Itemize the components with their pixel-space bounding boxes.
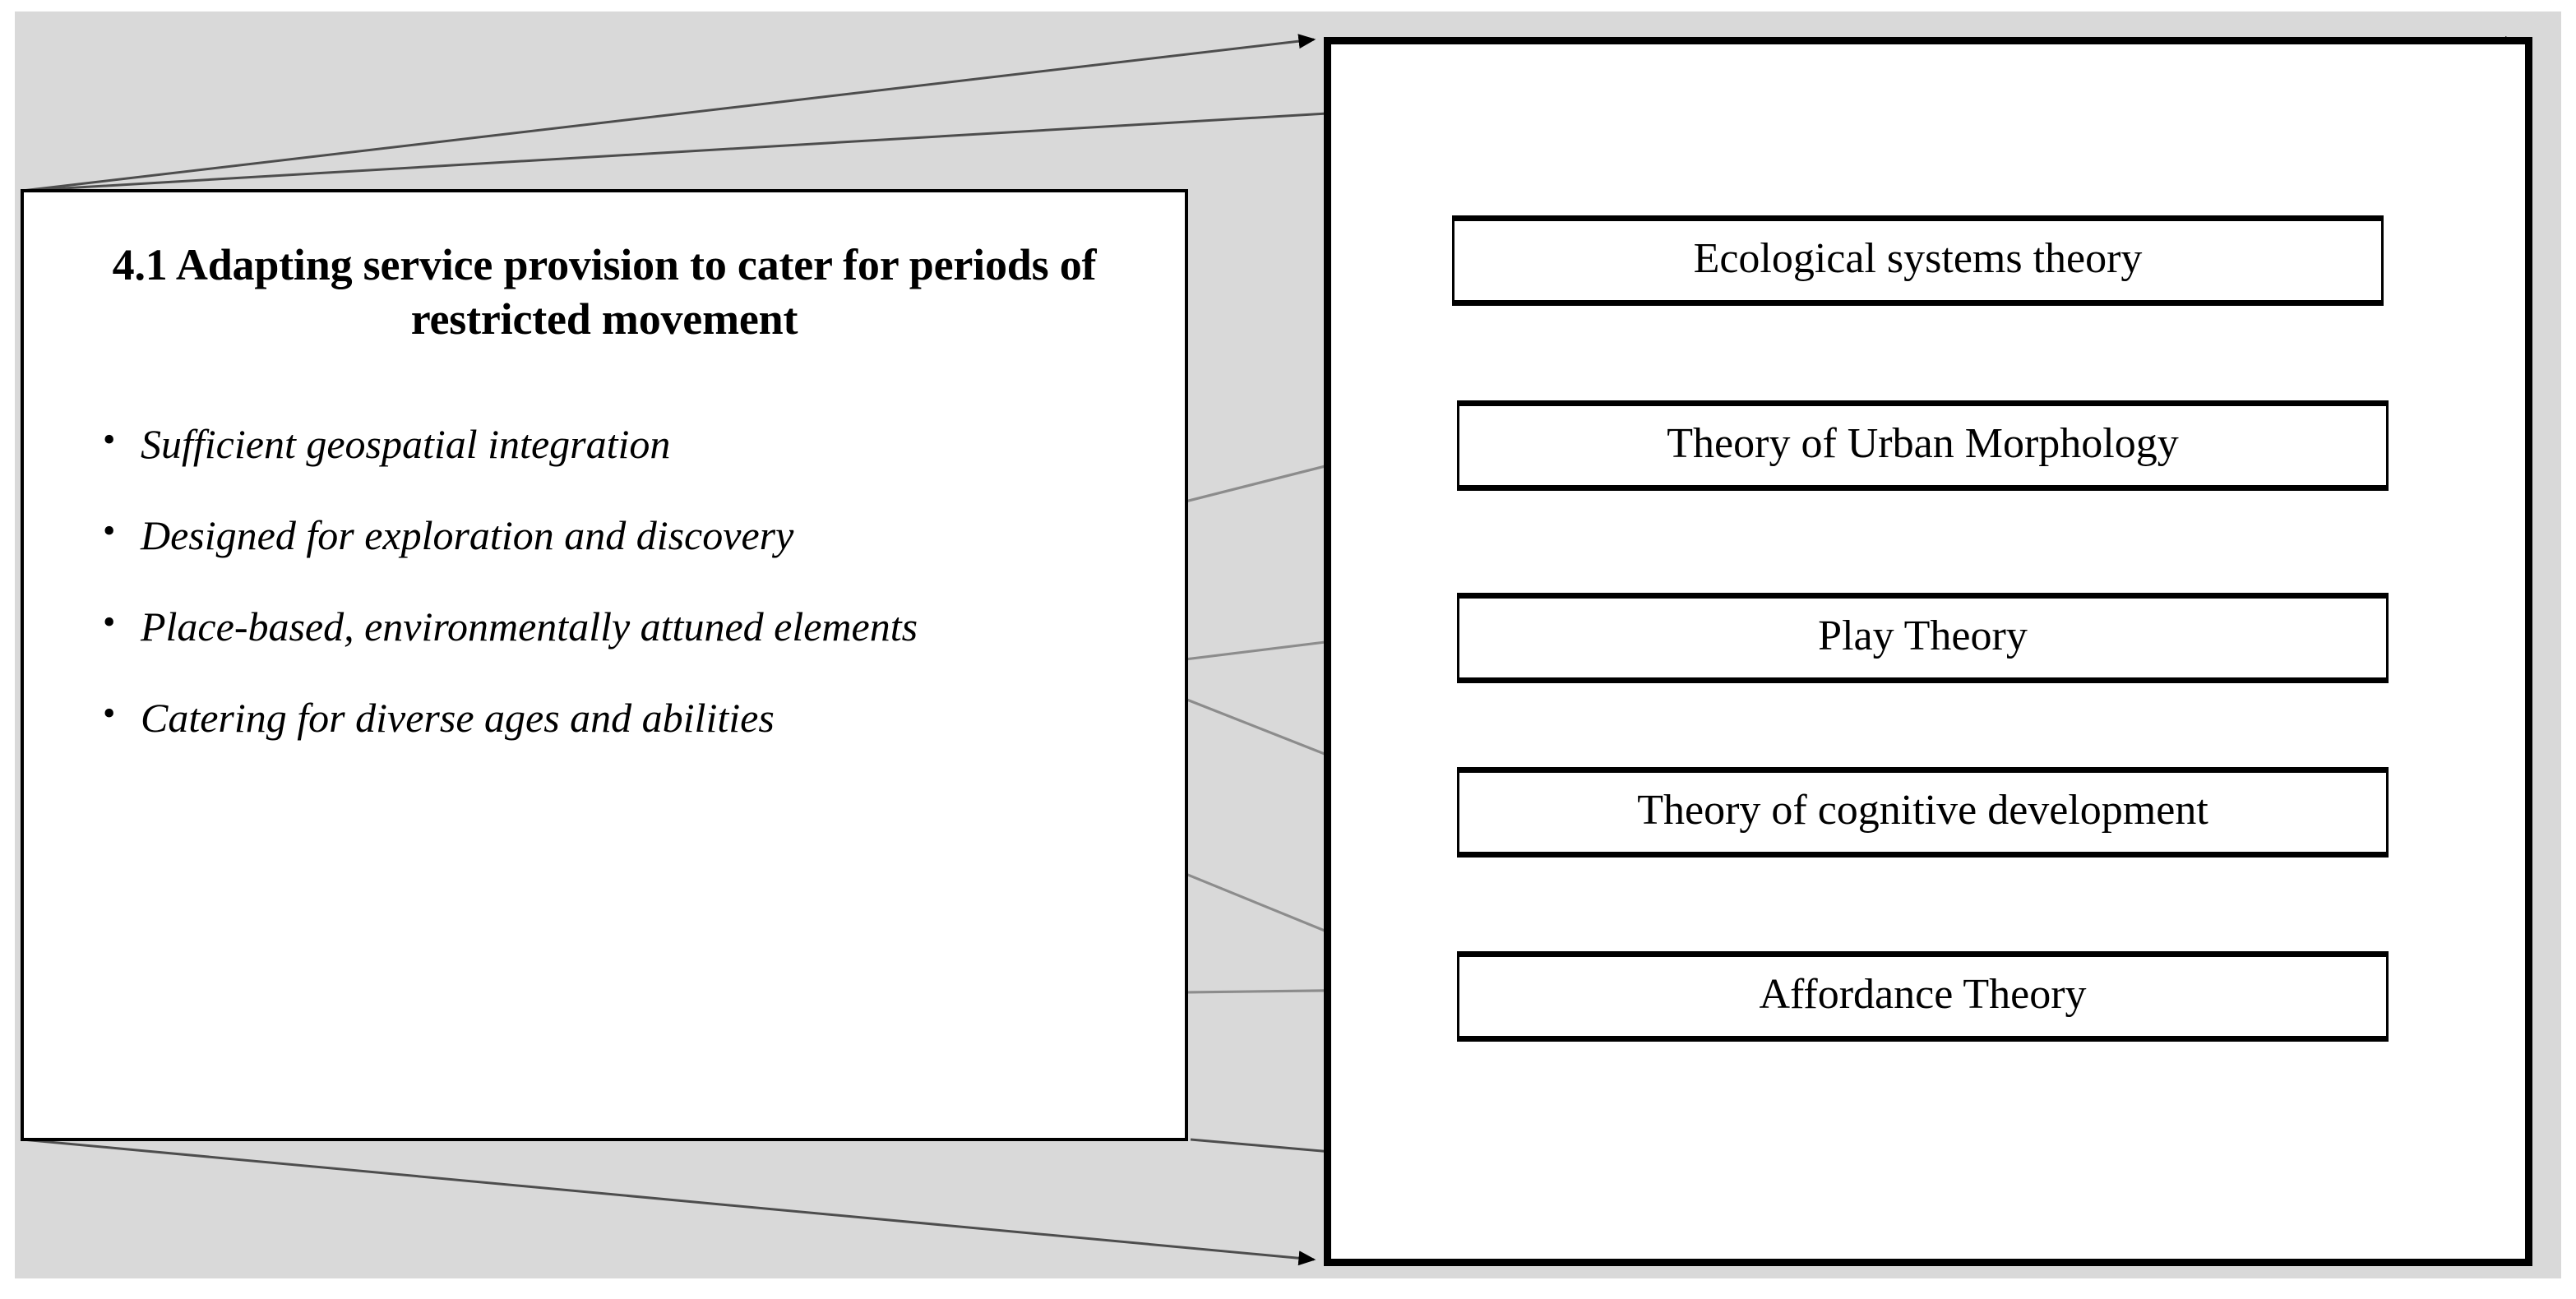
theory-label: Play Theory [1818,613,2028,659]
right-panel: Ecological systems theory Theory of Urba… [1324,37,2532,1266]
list-item: Catering for diverse ages and abilities [103,690,1127,745]
criteria-list: Sufficient geospatial integration Design… [24,416,1185,745]
theory-box-ecological-systems: Ecological systems theory [1452,215,2384,306]
theory-label: Theory of Urban Morphology [1667,420,2179,467]
section-heading: 4.1 Adapting service provision to cater … [112,240,1097,344]
left-panel: 4.1 Adapting service provision to cater … [21,189,1188,1141]
theory-label: Theory of cognitive development [1637,787,2208,834]
theory-box-play-theory: Play Theory [1457,593,2389,683]
theory-label: Affordance Theory [1759,971,2087,1018]
list-item: Place-based, environmentally attuned ele… [103,599,1127,654]
theory-box-cognitive-development: Theory of cognitive development [1457,767,2389,858]
theory-box-urban-morphology: Theory of Urban Morphology [1457,400,2389,491]
theory-box-affordance-theory: Affordance Theory [1457,951,2389,1042]
theory-label: Ecological systems theory [1693,235,2143,282]
list-item: Designed for exploration and discovery [103,507,1127,562]
list-item: Sufficient geospatial integration [103,416,1127,471]
